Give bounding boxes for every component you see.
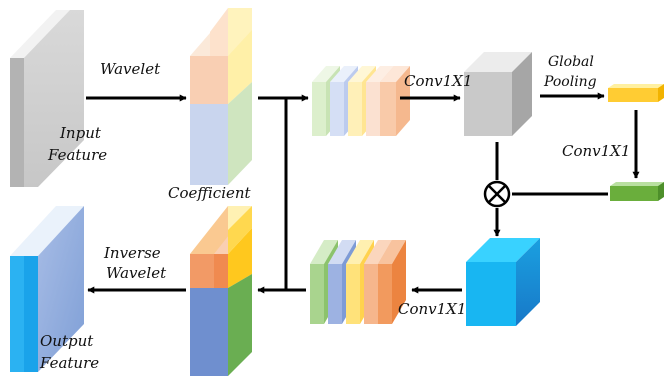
coefficient-block-top [190, 8, 252, 185]
wavelet-label: Wavelet [100, 60, 161, 78]
conv-gray-cube [464, 52, 532, 136]
coefficient-label: Coefficient [168, 184, 252, 202]
pooled-yellow-vector [608, 84, 664, 102]
conv-green-vector [610, 182, 664, 201]
input-feature-label-line2: Feature [47, 146, 107, 164]
input-feature-block [10, 10, 84, 187]
output-feature-label-line2: Feature [39, 354, 99, 372]
connections [86, 92, 640, 294]
coefficient-block-bottom [190, 206, 252, 376]
global-pooling-label-line2: Pooling [543, 74, 597, 90]
bottom-feature-slices [310, 240, 406, 324]
conv-bottom-label: Conv1X1 [398, 300, 466, 318]
output-feature-label-line1: Output [40, 332, 94, 350]
top-feature-slices [312, 66, 410, 136]
global-pooling-label-line1: Global [548, 54, 594, 70]
conv-right-label: Conv1X1 [562, 142, 630, 160]
output-feature-block [10, 206, 84, 372]
input-feature-label-line1: Input [59, 124, 102, 142]
inverse-wavelet-label-line2: Wavelet [106, 264, 167, 282]
conv-top-label: Conv1X1 [404, 72, 472, 90]
circle-times-icon [483, 180, 511, 208]
cyan-feature-cube [466, 238, 540, 326]
inverse-wavelet-label-line1: Inverse [103, 244, 161, 262]
